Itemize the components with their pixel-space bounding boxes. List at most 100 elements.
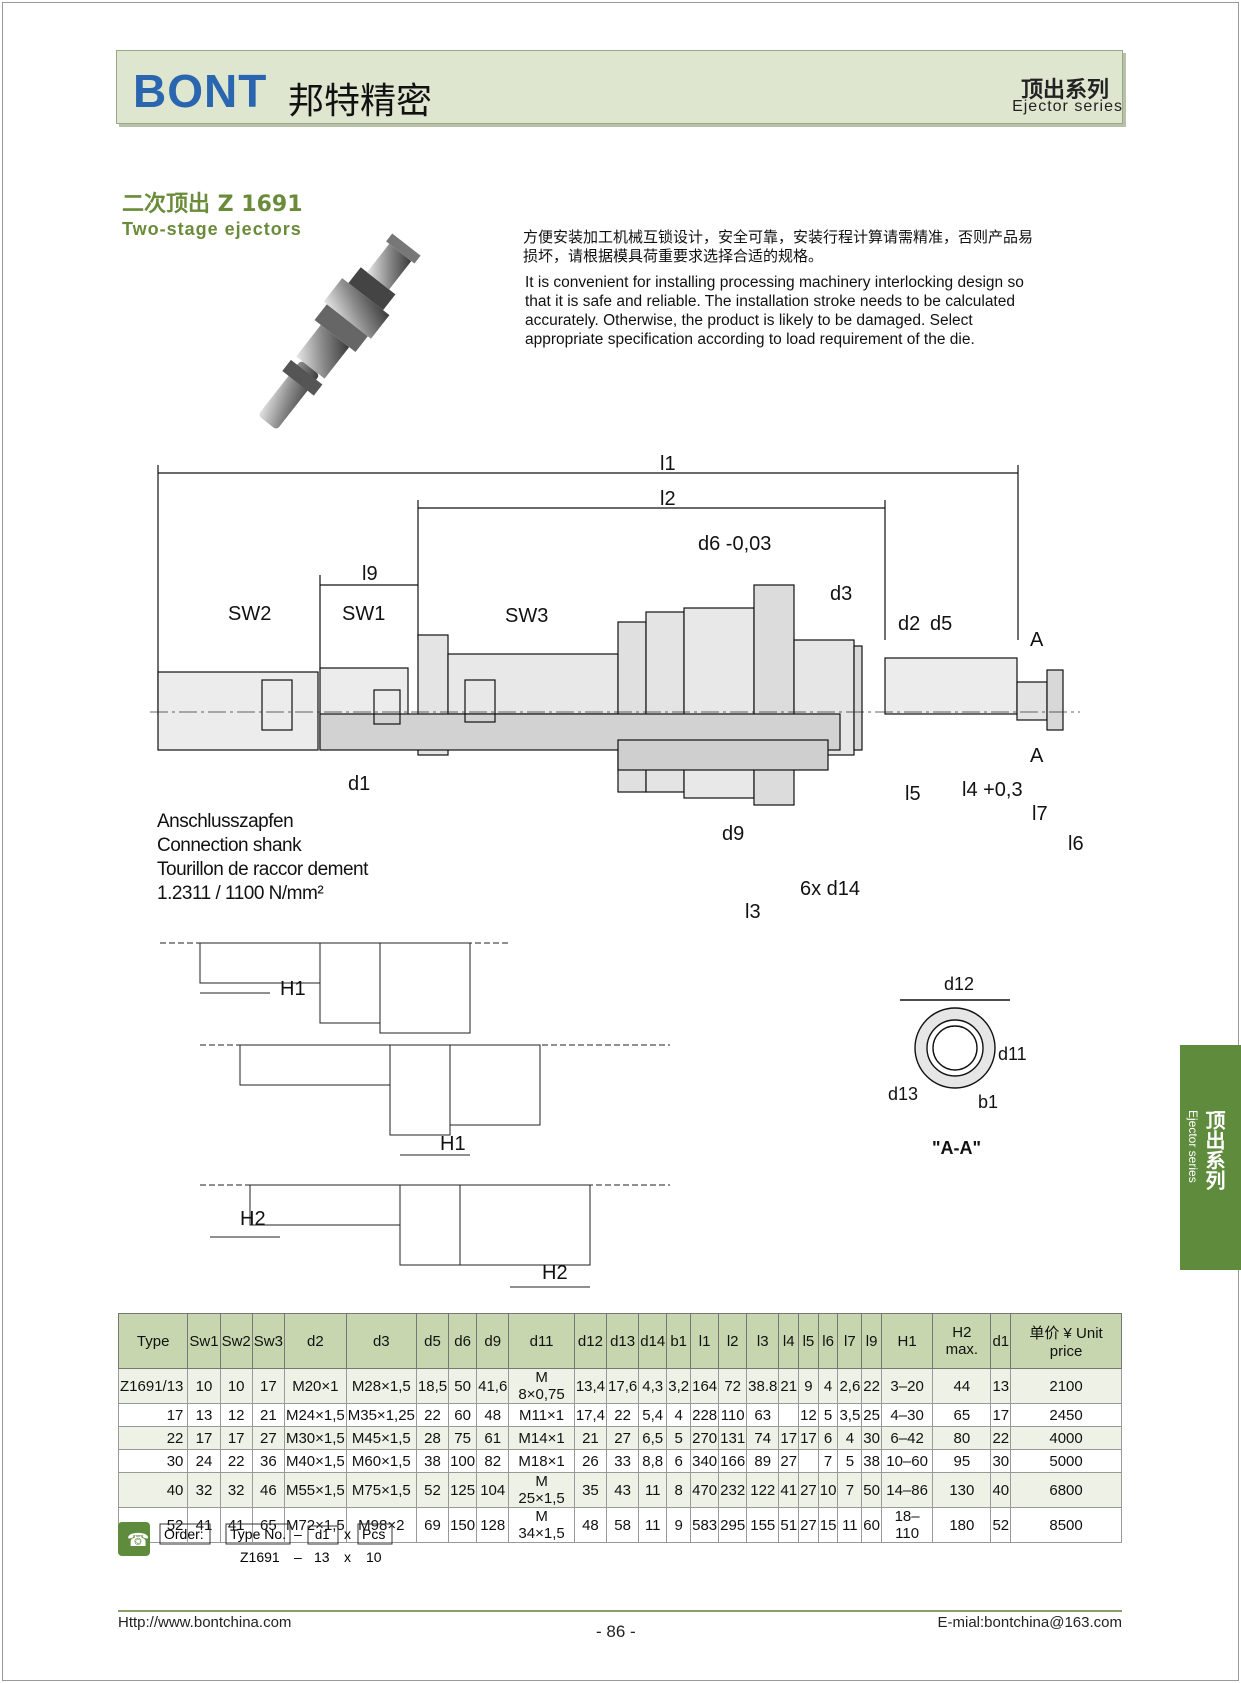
table-cell: 41 — [778, 1472, 800, 1508]
table-cell: 7 — [817, 1449, 839, 1473]
table-cell: M 34×1,5 — [508, 1507, 575, 1543]
column-header: d11 — [508, 1313, 575, 1369]
table-cell: 11 — [638, 1472, 668, 1508]
table-cell: 295 — [718, 1507, 748, 1543]
column-header: l4 — [778, 1313, 800, 1369]
table-cell: 583 — [690, 1507, 720, 1543]
table-cell: 9 — [666, 1507, 692, 1543]
table-cell: 10–60 — [880, 1449, 934, 1473]
page-number: - 86 - — [596, 1622, 636, 1641]
column-header: H1 — [880, 1313, 934, 1369]
note-line-de: Anschlusszapfen — [157, 811, 294, 832]
table-cell: 164 — [690, 1368, 720, 1404]
table-cell: 10 — [187, 1368, 221, 1404]
table-cell: 5,4 — [638, 1403, 668, 1427]
stage-diagrams: H1 H1 H2 H2 — [160, 942, 670, 1288]
table-cell: 30 — [990, 1449, 1012, 1473]
table-cell: 8 — [666, 1472, 692, 1508]
table-cell: 2450 — [1010, 1403, 1122, 1427]
note-line-fr: Tourillon de raccor dement — [157, 859, 368, 880]
product-title-en: Two-stage ejectors — [122, 219, 302, 239]
table-cell: 22 — [415, 1403, 450, 1427]
column-header: l5 — [798, 1313, 819, 1369]
svg-text:–: – — [294, 1549, 302, 1565]
column-header: l6 — [817, 1313, 839, 1369]
table-cell: M24×1,5 — [283, 1403, 347, 1427]
dim-b1: b1 — [978, 1092, 998, 1112]
table-cell: 75 — [448, 1426, 478, 1450]
brand-logo: BONT — [133, 65, 268, 117]
table-cell: 18,5 — [415, 1368, 450, 1404]
label-sw1: SW1 — [342, 603, 385, 625]
table-cell: Z1691/13 — [117, 1368, 189, 1404]
table-cell: 15 — [817, 1507, 839, 1543]
table-cell: 50 — [448, 1368, 478, 1404]
dim-d14: 6x d14 — [800, 878, 860, 900]
dim-l4: l4 +0,3 — [962, 779, 1023, 801]
table-cell: 21 — [573, 1426, 608, 1450]
svg-text:–: – — [294, 1526, 302, 1542]
order-ex-d1: 13 — [314, 1549, 330, 1565]
table-cell: 4,3 — [638, 1368, 668, 1404]
column-header: d5 — [415, 1313, 450, 1369]
table-cell: 27 — [798, 1507, 819, 1543]
table-cell: 22 — [606, 1403, 640, 1427]
column-header: d6 — [448, 1313, 478, 1369]
table-cell: 60 — [448, 1403, 478, 1427]
table-cell: 470 — [690, 1472, 720, 1508]
column-header: l7 — [837, 1313, 863, 1369]
table-cell: 5 — [837, 1449, 863, 1473]
svg-text:x: x — [344, 1549, 351, 1565]
table-cell: 35 — [573, 1472, 608, 1508]
table-cell: 95 — [932, 1449, 992, 1473]
table-cell: 11 — [837, 1507, 863, 1543]
table-cell: 8,8 — [638, 1449, 668, 1473]
table-cell: 122 — [746, 1472, 780, 1508]
dim-d9: d9 — [722, 823, 744, 845]
table-cell: 270 — [690, 1426, 720, 1450]
table-cell: 6 — [666, 1449, 692, 1473]
column-header: d2 — [283, 1313, 347, 1369]
table-cell: 33 — [606, 1449, 640, 1473]
table-cell: 14–86 — [880, 1472, 934, 1508]
table-cell: 2100 — [1010, 1368, 1122, 1404]
column-header: Sw3 — [251, 1313, 285, 1369]
product-title-cn: 二次顶出 Z 1691 — [122, 192, 303, 217]
table-cell: M20×1 — [283, 1368, 347, 1404]
table-cell: 25 — [861, 1403, 882, 1427]
table-cell: 32 — [219, 1472, 253, 1508]
table-cell: 46 — [251, 1472, 285, 1508]
table-cell: M30×1,5 — [283, 1426, 347, 1450]
product-photo — [259, 233, 421, 429]
order-pcs: Pcs — [362, 1526, 385, 1542]
table-cell: 40 — [990, 1472, 1012, 1508]
page-header — [116, 50, 1123, 124]
table-cell: 36 — [251, 1449, 285, 1473]
table-cell: M55×1,5 — [283, 1472, 347, 1508]
table-cell: 3,5 — [837, 1403, 863, 1427]
dim-d3: d3 — [830, 583, 852, 605]
column-header: d13 — [606, 1313, 640, 1369]
table-cell: 9 — [798, 1368, 819, 1404]
label-h1-stage1: H1 — [280, 978, 306, 1000]
footer-url[interactable]: Http://www.bontchina.com — [118, 1614, 292, 1631]
side-tab-cn: 顶出系列 — [1202, 1110, 1226, 1190]
table-cell: 27 — [606, 1426, 640, 1450]
dim-d5: d5 — [930, 613, 952, 635]
table-cell: 13 — [990, 1368, 1012, 1404]
dim-d11: d11 — [998, 1044, 1027, 1064]
section-a-a-diagram: d12 d11 d13 b1 "A-A" — [888, 974, 1027, 1158]
table-cell: 17 — [251, 1368, 285, 1404]
table-cell: 22 — [861, 1368, 882, 1404]
footer-email[interactable]: E-mial:bontchina@163.com — [937, 1614, 1122, 1631]
dim-d2: d2 — [898, 613, 920, 635]
brand-name-cn: 邦特精密 — [288, 81, 433, 122]
table-cell: 17 — [117, 1403, 189, 1427]
column-header: d14 — [638, 1313, 668, 1369]
table-cell: 58 — [606, 1507, 640, 1543]
table-cell: 27 — [251, 1426, 285, 1450]
section-mark-bottom: A — [1030, 745, 1044, 767]
